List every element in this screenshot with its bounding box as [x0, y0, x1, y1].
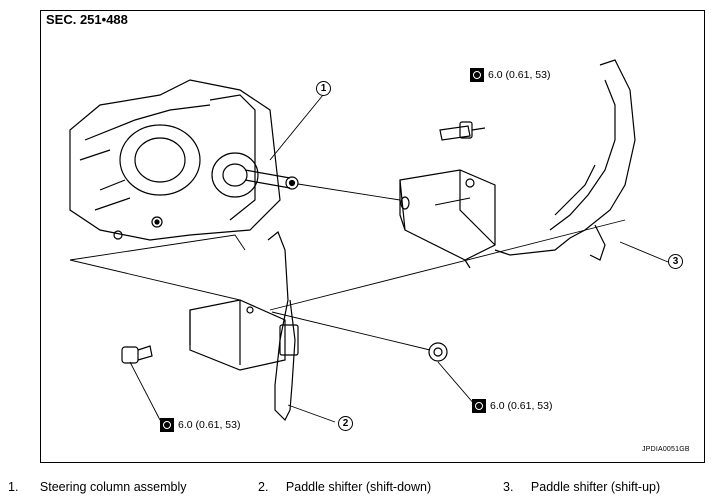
legend-number: 1.	[8, 480, 19, 494]
paddle-shifter-illustration	[69, 59, 669, 423]
diagram-frame	[40, 10, 705, 463]
torque-spec-lower-right: 6.0 (0.61, 53)	[472, 399, 552, 413]
shift-down-paddle-drawing	[189, 231, 299, 422]
steering-column-drawing	[69, 79, 299, 241]
legend-label: Steering column assembly	[39, 480, 187, 494]
shift-up-paddle-drawing	[399, 59, 636, 269]
torque-value: 6.0 (0.61, 53)	[178, 419, 241, 431]
callout-2: 2	[338, 416, 353, 431]
legend-item-1: 1. Steering column assembly	[8, 480, 187, 494]
torque-value: 6.0 (0.61, 53)	[488, 69, 551, 81]
torque-wrench-icon	[470, 68, 484, 82]
torque-value: 6.0 (0.61, 53)	[490, 400, 553, 412]
alignment-lines	[69, 183, 626, 351]
section-reference: SEC. 251•488	[46, 12, 128, 27]
torque-spec-lower-left: 6.0 (0.61, 53)	[160, 418, 240, 432]
leader-lines	[129, 94, 669, 423]
torque-wrench-icon	[472, 399, 486, 413]
torque-wrench-icon	[160, 418, 174, 432]
image-code: JPDIA0051GB	[642, 446, 690, 453]
lower-left-bolt-drawing	[121, 345, 153, 364]
callout-1: 1	[316, 81, 331, 96]
nut-drawing	[428, 342, 448, 362]
legend-number: 2.	[258, 480, 269, 494]
legend-number: 3.	[503, 480, 514, 494]
upper-bolt-drawing	[439, 121, 486, 141]
callout-3: 3	[668, 254, 683, 269]
legend-label: Paddle shifter (shift-down)	[285, 480, 432, 494]
legend-label: Paddle shifter (shift-up)	[530, 480, 661, 494]
legend-item-2: 2. Paddle shifter (shift-down)	[258, 480, 431, 494]
torque-spec-upper: 6.0 (0.61, 53)	[470, 68, 550, 82]
legend-item-3: 3. Paddle shifter (shift-up)	[503, 480, 660, 494]
